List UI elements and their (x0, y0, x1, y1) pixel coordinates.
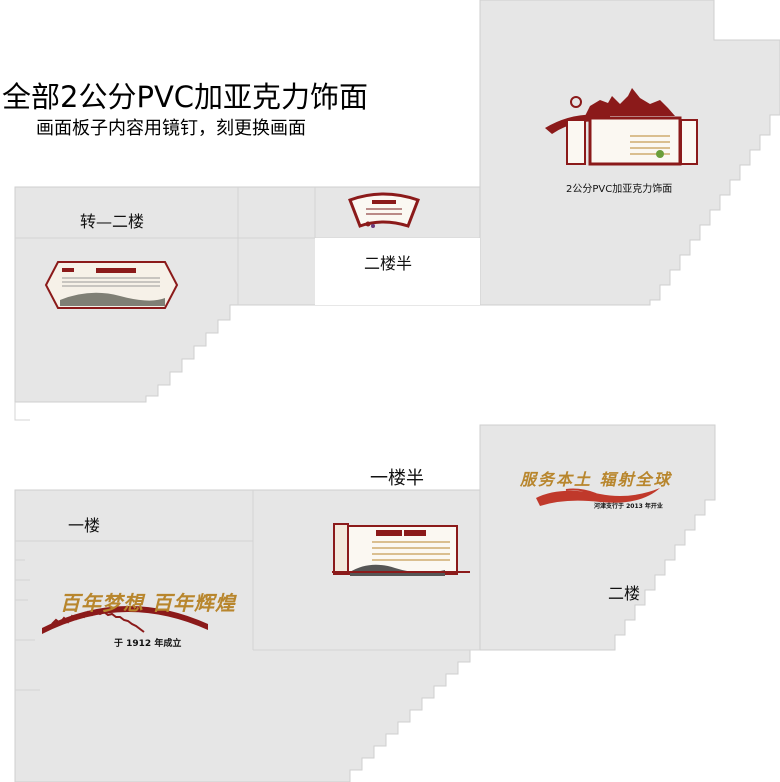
slogan-left: 百年梦想 百年辉煌 (60, 591, 236, 615)
panel-second-floor-ribbon (536, 488, 660, 506)
panel-first-half (332, 523, 470, 576)
panel-first-floor-arc (42, 605, 208, 634)
second-floor-wall (479, 424, 716, 651)
slogan-right: 服务本土 辐射全球 (520, 470, 672, 489)
panel-caption: 2公分PVC加亚克力饰面 (566, 184, 673, 195)
panel-skyline (545, 88, 698, 166)
panel-second-half (348, 192, 420, 228)
label-first-half: 一楼半 (370, 468, 424, 489)
label-turn-second-floor: 转—二楼 (80, 212, 145, 231)
header-subtitle: 画面板子内容用镜钉，刻更换画面 (36, 118, 306, 139)
founded-text: 于 1912 年成立 (114, 639, 182, 649)
header-title: 全部2公分PVC加亚克力饰面 (2, 80, 369, 114)
panel-turn-second-floor (44, 261, 179, 309)
opened-text: 河津支行于 2013 年开业 (594, 503, 663, 510)
label-second-floor: 二楼 (608, 584, 641, 603)
label-first-floor: 一楼 (68, 516, 101, 535)
label-second-half: 二楼半 (364, 254, 413, 273)
